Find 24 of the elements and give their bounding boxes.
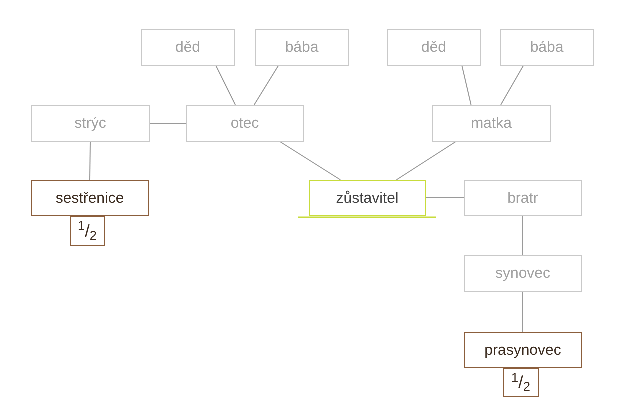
connector-line <box>500 66 524 106</box>
person-box: bába <box>500 29 594 66</box>
heir-box: prasynovec <box>464 332 582 368</box>
heir-box: sestřenice <box>31 180 149 216</box>
person-box: děd <box>387 29 481 66</box>
connector-line <box>522 216 524 256</box>
share-box: $^{1}$/$_{2}$ <box>503 368 539 397</box>
connector-line <box>216 66 236 106</box>
person-box: otec <box>186 105 304 142</box>
connector-line <box>396 142 456 180</box>
person-box: bába <box>255 29 349 66</box>
connector-line <box>462 66 472 106</box>
person-box: děd <box>141 29 235 66</box>
person-box: matka <box>432 105 551 142</box>
connector-line <box>150 123 186 124</box>
person-box: strýc <box>31 105 150 142</box>
connector-line <box>90 142 91 180</box>
share-box: $^{1}$/$_{2}$ <box>70 216 105 246</box>
connector-line <box>522 292 524 332</box>
connector-line <box>254 66 279 106</box>
person-box: synovec <box>464 255 582 292</box>
person-box: bratr <box>464 180 582 216</box>
connector-line <box>280 142 342 180</box>
deceased-box: zůstavitel <box>309 180 426 216</box>
